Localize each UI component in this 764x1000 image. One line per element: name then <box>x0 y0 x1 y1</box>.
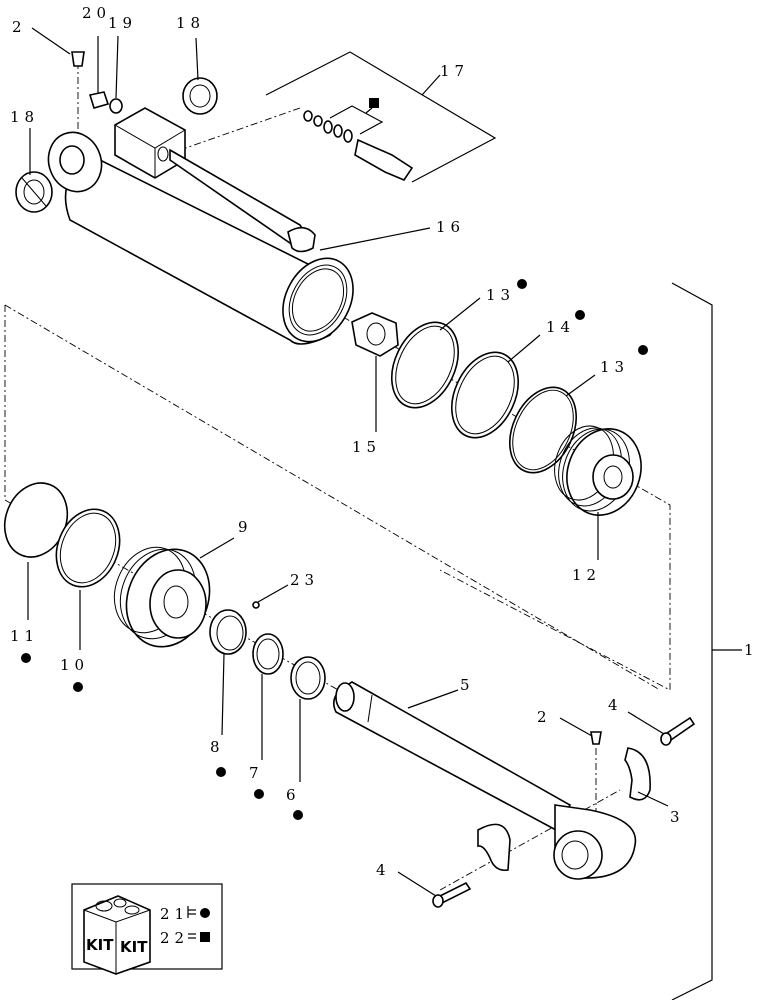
callout-4-bottom: 4 <box>376 861 391 879</box>
piston-rod-5 <box>332 681 637 880</box>
oring-19 <box>109 98 123 114</box>
leader-lines <box>27 27 669 897</box>
callout-1: 1 <box>744 641 759 659</box>
square-17 <box>369 98 379 108</box>
callout-7: 7 <box>249 764 264 782</box>
oring-13b <box>509 386 577 474</box>
callout-5: 5 <box>460 676 475 694</box>
valve-kit-17 <box>303 110 414 181</box>
dot-13b <box>638 345 648 355</box>
callout-2-top: 2 <box>12 18 27 36</box>
callout-8: 8 <box>210 738 225 756</box>
legend-row2-number: 22 <box>160 929 189 947</box>
piston-12 <box>554 425 642 516</box>
gland-9 <box>113 546 211 648</box>
callout-17: 17 <box>440 62 469 80</box>
legend-row2-square <box>200 932 210 942</box>
dot-11 <box>21 653 31 663</box>
kit-box-label-right: KIT <box>120 938 148 956</box>
callout-2-rod: 2 <box>537 708 552 726</box>
clamp-3-right <box>624 747 651 801</box>
axis-pin <box>439 789 621 891</box>
axis-diag <box>4 304 661 691</box>
ring-7 <box>252 633 284 675</box>
dot-8 <box>216 767 226 777</box>
callout-18-right: 18 <box>176 14 205 32</box>
callout-9: 9 <box>238 518 253 536</box>
nut-15 <box>351 312 399 357</box>
callout-11: 11 <box>10 627 39 645</box>
callout-6: 6 <box>286 786 301 804</box>
cylinder-barrel <box>47 107 354 345</box>
callout-23: 23 <box>290 571 319 589</box>
callout-13-a: 13 <box>486 286 515 304</box>
ring-10 <box>55 508 121 588</box>
screw-23 <box>252 601 260 609</box>
callout-18-left: 18 <box>10 108 39 126</box>
kit17-sub-bracket <box>329 105 384 135</box>
kit-markers <box>21 98 648 820</box>
callout-16: 16 <box>436 218 465 236</box>
clamp-3-left <box>477 823 511 872</box>
dot-7 <box>254 789 264 799</box>
dot-10 <box>73 682 83 692</box>
dot-14 <box>575 310 585 320</box>
grease-fitting-top <box>71 51 85 67</box>
kit-legend: KIT KIT 21 22 <box>71 883 223 975</box>
callout-13-b: 13 <box>600 358 629 376</box>
leader-17-square <box>365 107 373 114</box>
callout-20: 20 <box>82 4 111 22</box>
legend-row1-dot <box>200 908 210 918</box>
callout-15: 15 <box>352 438 381 456</box>
leader-17 <box>421 74 441 96</box>
kit-box-label-left: KIT <box>86 936 114 954</box>
callout-19: 19 <box>108 14 137 32</box>
oring-13a <box>391 321 459 409</box>
seal-18-top <box>182 77 218 115</box>
grease-fitting-rod <box>590 731 602 745</box>
ring-14 <box>451 351 519 439</box>
callout-12: 12 <box>572 566 601 584</box>
dot-6 <box>293 810 303 820</box>
axis-kit17 <box>179 107 301 151</box>
callout-3: 3 <box>670 808 685 826</box>
legend-row1-number: 21 <box>160 905 189 923</box>
callout-10: 10 <box>60 656 89 674</box>
plug-20 <box>88 91 110 109</box>
assembly-bracket <box>671 282 713 1000</box>
seal-18-left <box>15 171 53 213</box>
callout-4-top: 4 <box>608 696 623 714</box>
dot-13a <box>517 279 527 289</box>
callout-14: 14 <box>546 318 575 336</box>
